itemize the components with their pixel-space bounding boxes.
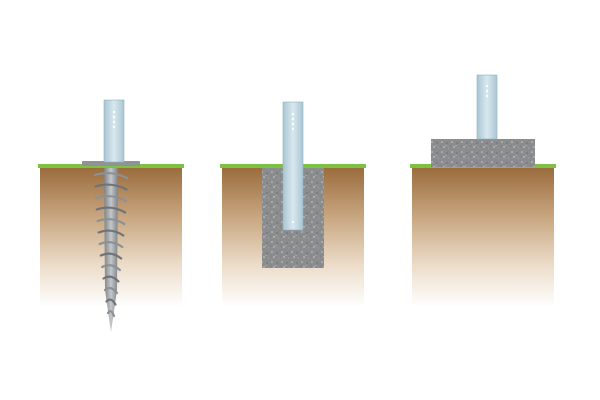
screw-thread bbox=[99, 252, 123, 260]
screw-thread bbox=[94, 171, 128, 180]
screw-shaft bbox=[104, 168, 118, 332]
base-plate bbox=[82, 161, 140, 166]
soil-block bbox=[412, 167, 554, 307]
post-holes bbox=[485, 84, 489, 98]
screw-thread bbox=[97, 229, 125, 237]
post-holes bbox=[291, 112, 295, 224]
screw-thread bbox=[96, 217, 126, 226]
post bbox=[103, 99, 125, 163]
concrete-pad bbox=[431, 139, 535, 167]
screw-thread bbox=[101, 263, 121, 272]
post-holes bbox=[112, 110, 116, 129]
screw-thread bbox=[94, 183, 128, 191]
post bbox=[476, 74, 498, 140]
screw-thread bbox=[95, 206, 127, 214]
screw-thread bbox=[98, 240, 124, 249]
post bbox=[282, 101, 304, 231]
screw-thread bbox=[105, 298, 117, 306]
panel-concrete-in-ground bbox=[220, 101, 366, 307]
panel-concrete-pad-on-ground bbox=[410, 74, 556, 307]
panel-ground-screw bbox=[38, 99, 184, 332]
screw-thread bbox=[102, 275, 120, 283]
screw-thread bbox=[103, 286, 119, 295]
screw-thread bbox=[106, 310, 116, 318]
screw-thread bbox=[94, 194, 128, 203]
screw-threads bbox=[94, 171, 128, 318]
